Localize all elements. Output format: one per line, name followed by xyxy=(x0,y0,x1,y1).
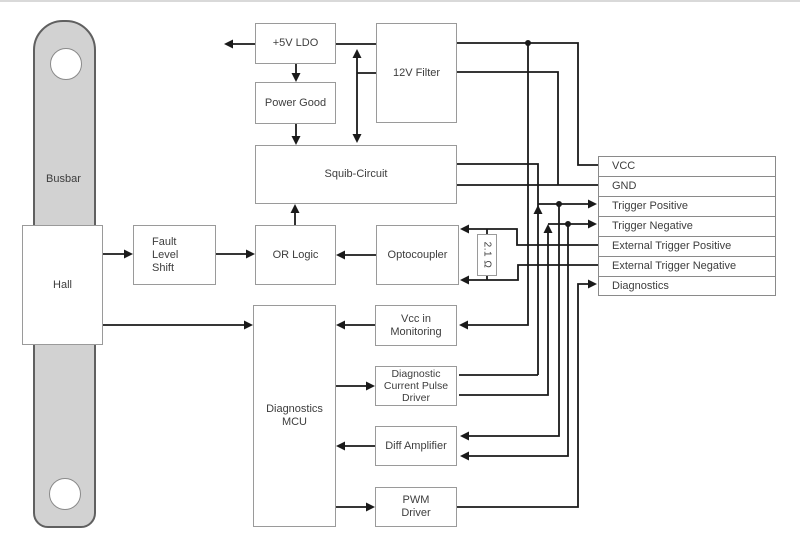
arrowhead-left-vccin-to-mcu xyxy=(336,320,345,330)
busbar-label: Busbar xyxy=(46,173,81,185)
arrowhead-right-into-trigger-negative xyxy=(588,219,597,229)
connector-pin-block: VCC GND Trigger Positive Trigger Negativ… xyxy=(598,156,776,296)
block-diff-amplifier-label: Diff Amplifier xyxy=(385,439,447,452)
block-vcc-in-monitoring: Vcc in Monitoring xyxy=(375,305,457,346)
pin-gnd: GND xyxy=(599,177,775,197)
wire-pwm-to-diagnostics xyxy=(457,283,589,508)
block-pwm-driver: PWM Driver xyxy=(375,487,457,527)
pin-external-trigger-positive: External Trigger Positive xyxy=(599,237,775,257)
block-diagnostics-mcu: Diagnostics MCU xyxy=(253,305,336,527)
busbar-hole-bottom xyxy=(49,478,81,510)
arrowhead-left-into-vcc-in-monitoring xyxy=(459,320,468,330)
block-optocoupler-label: Optocoupler xyxy=(387,248,448,261)
arrowhead-left-opto-to-or-logic xyxy=(336,250,345,260)
arrowhead-down-into-powergood xyxy=(291,73,301,82)
junction-dot-trigger-negative xyxy=(565,221,571,227)
block-diagnostics-mcu-label: Diagnostics MCU xyxy=(266,403,323,428)
wire-filter-to-gnd-drop xyxy=(457,71,559,185)
arrowhead-up-rail-squib xyxy=(352,49,362,58)
pin-diagnostics: Diagnostics xyxy=(612,280,669,292)
busbar-hole-top xyxy=(50,48,82,80)
arrowhead-right-mcu-to-pwm xyxy=(366,502,375,512)
block-hall-label: Hall xyxy=(53,278,72,291)
block-12v-filter: 12V Filter xyxy=(376,23,457,123)
block-power-good-label: Power Good xyxy=(264,96,327,109)
junction-dot-12v-rail xyxy=(525,40,531,46)
arrowhead-right-into-diagnostics xyxy=(588,279,597,289)
arrowhead-right-into-trigger-positive xyxy=(588,199,597,209)
pin-vcc: VCC xyxy=(599,157,775,177)
junction-dot-trigger-positive xyxy=(556,201,562,207)
block-fault-level-shift-label: Fault Level Shift xyxy=(152,235,179,274)
wire-filter-to-vcc xyxy=(457,42,598,166)
block-diagnostic-current-pulse-driver-label: Diagnostic Current Pulse Driver xyxy=(383,368,449,404)
resistor-label: 2.1 Ω xyxy=(481,241,493,269)
block-fault-level-shift: Fault Level Shift xyxy=(133,225,216,285)
block-5v-ldo: +5V LDO xyxy=(255,23,336,64)
arrowhead-left-into-diffamp-bottom xyxy=(460,451,469,461)
block-pwm-driver-label: PWM Driver xyxy=(401,494,431,519)
arrowhead-right-mcu-to-dcpd xyxy=(366,381,375,391)
junction-dots xyxy=(525,40,571,227)
block-squib-circuit: Squib-Circuit xyxy=(255,145,457,204)
arrowhead-right-into-mcu xyxy=(244,320,253,330)
arrowhead-up-or-logic-to-squib xyxy=(290,204,300,213)
block-or-logic: OR Logic xyxy=(255,225,336,285)
block-diff-amplifier: Diff Amplifier xyxy=(375,426,457,466)
arrowhead-right-into-fault-level-shift xyxy=(124,249,133,259)
arrowhead-left-into-opto-bottom xyxy=(460,275,469,285)
pin-trigger-positive: Trigger Positive xyxy=(599,197,775,217)
wire-12v-to-vcc-in-monitoring xyxy=(467,43,529,326)
wire-dcpd-bottom-output xyxy=(459,231,549,396)
pin-external-trigger-negative: External Trigger Negative xyxy=(599,257,775,277)
arrowhead-down-into-squib xyxy=(291,136,301,145)
arrowhead-down-rail-squib xyxy=(352,134,362,143)
block-5v-ldo-label: +5V LDO xyxy=(272,37,319,49)
arrowhead-right-into-or-logic xyxy=(246,249,255,259)
pin-trigger-negative: Trigger Negative xyxy=(599,217,775,237)
wire-squib-trigger-positive-feed xyxy=(457,163,539,375)
arrowhead-left-into-diffamp-top xyxy=(460,431,469,441)
block-hall: Hall xyxy=(22,225,103,345)
block-power-good: Power Good xyxy=(255,82,336,124)
arrowhead-up-dcpd-to-trigger-negative xyxy=(543,224,553,233)
block-12v-filter-label: 12V Filter xyxy=(392,66,441,79)
block-or-logic-label: OR Logic xyxy=(272,248,319,261)
resistor-2-1-ohm: 2.1 Ω xyxy=(477,234,497,276)
arrowhead-left-diffamp-to-mcu xyxy=(336,441,345,451)
block-vcc-in-monitoring-label: Vcc in Monitoring xyxy=(390,312,442,338)
block-diagnostic-current-pulse-driver: Diagnostic Current Pulse Driver xyxy=(375,366,457,406)
arrowhead-left-ldo-output xyxy=(224,39,233,49)
arrowhead-left-into-opto-top xyxy=(460,224,469,234)
block-optocoupler: Optocoupler xyxy=(376,225,459,285)
block-squib-circuit-label: Squib-Circuit xyxy=(324,168,388,180)
arrowhead-up-dcpd-to-trigger-positive xyxy=(533,205,543,214)
